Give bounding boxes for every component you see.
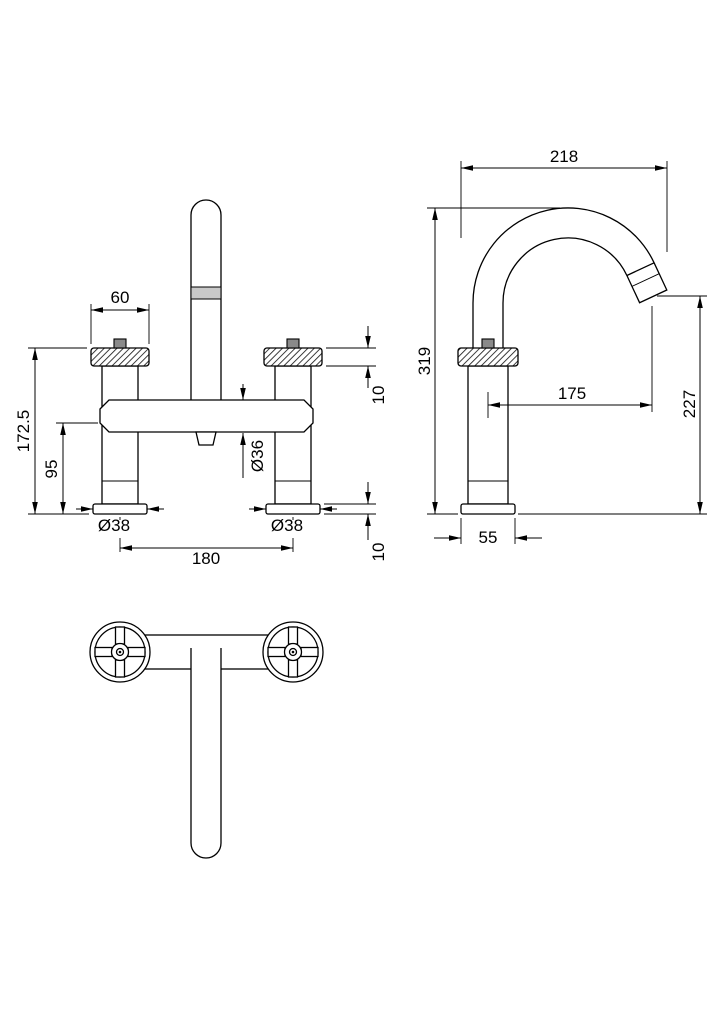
- dim-side-spout-overall-reach: 218: [460, 147, 668, 252]
- front-view: [90, 199, 323, 515]
- dim-label-base-height: 10: [369, 543, 388, 562]
- front-right-leg: [274, 365, 312, 505]
- side-base-plate: [460, 503, 516, 515]
- side-valve-body: [467, 365, 509, 505]
- front-right-handle-stem: [286, 338, 300, 349]
- dim-label-handle-width: 60: [111, 288, 130, 307]
- front-spout-aerator-band: [190, 286, 222, 300]
- plan-right-handle-wheel: [262, 621, 324, 683]
- dim-front-base-height: 10: [324, 482, 388, 561]
- dim-side-overall-height: 319: [415, 207, 560, 515]
- dim-label-handle-gap: 10: [369, 386, 388, 405]
- front-left-handle-stem: [113, 338, 127, 349]
- dim-label-overall-height-side: 319: [415, 347, 434, 375]
- dim-label-base-depth: 55: [479, 528, 498, 547]
- side-handle-wheel: [457, 347, 519, 367]
- dim-label-spout-overall-reach: 218: [550, 147, 578, 166]
- dim-front-body-center-height: 95: [42, 422, 98, 514]
- dim-front-spout-diameter: Ø36: [240, 384, 267, 478]
- front-outlet-nozzle: [195, 431, 217, 446]
- dim-front-handle-width: 60: [90, 288, 150, 344]
- front-left-base-plate: [92, 503, 148, 515]
- dim-label-tap-centres: 180: [192, 549, 220, 568]
- dim-label-base-diameter-left: Ø38: [98, 516, 130, 535]
- front-left-handle-wheel: [90, 347, 150, 367]
- dim-front-base-diameter-left: Ø38: [76, 506, 164, 535]
- dim-label-spout-diameter: Ø36: [248, 440, 267, 472]
- front-right-handle-wheel: [263, 347, 323, 367]
- dim-front-tap-centres: 180: [119, 517, 294, 568]
- dim-label-base-diameter-right: Ø38: [271, 516, 303, 535]
- dim-side-spout-outlet-height: 227: [518, 295, 707, 515]
- front-left-leg: [101, 365, 139, 505]
- dim-side-base-depth: 55: [434, 518, 542, 547]
- front-valve-body: [99, 399, 314, 433]
- dim-front-overall-height: 172.5: [14, 347, 89, 515]
- front-right-base-plate: [265, 503, 321, 515]
- dim-label-body-center-height: 95: [42, 460, 61, 479]
- side-view: [457, 207, 668, 515]
- plan-left-handle-wheel: [89, 621, 151, 683]
- dim-front-handle-gap: 10: [326, 326, 388, 404]
- dim-label-overall-height-front: 172.5: [14, 410, 33, 453]
- plan-spout: [190, 648, 222, 859]
- side-handle-stem: [481, 338, 495, 349]
- dim-label-spout-reach: 175: [558, 384, 586, 403]
- side-spout-aerator-line: [631, 273, 660, 287]
- plan-view: [89, 621, 324, 859]
- dim-front-base-diameter-right: Ø38: [249, 506, 337, 535]
- dim-side-spout-reach: 175: [488, 306, 653, 412]
- front-spout-riser: [190, 199, 222, 421]
- dim-label-spout-outlet-height: 227: [680, 390, 699, 418]
- side-spout-joint-line: [626, 262, 655, 277]
